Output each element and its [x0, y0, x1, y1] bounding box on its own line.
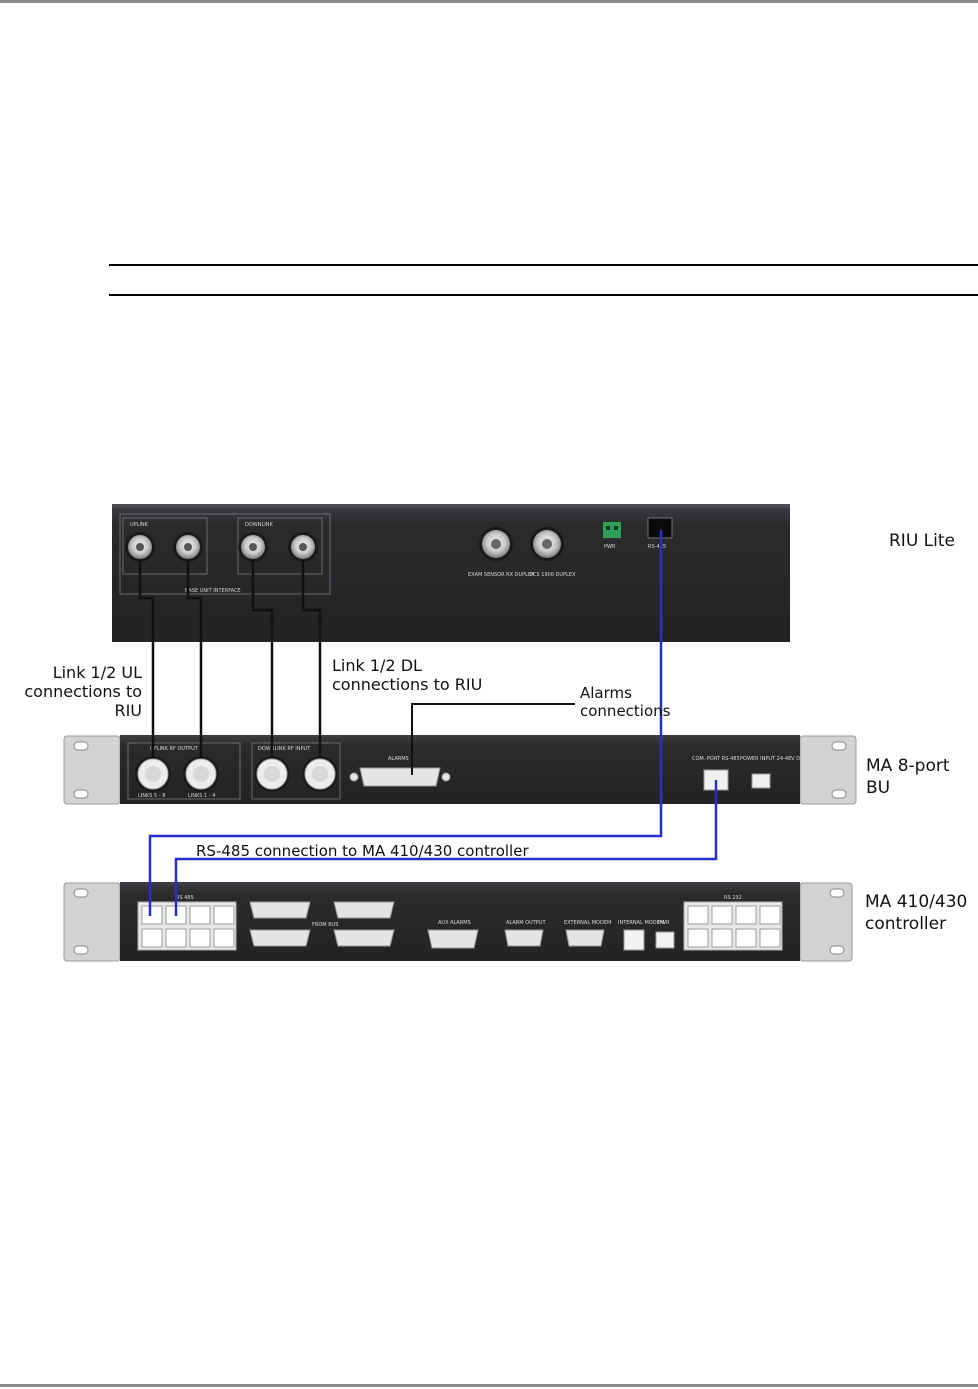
bu-panel-label-links-1-4: LINKS 1 - 4 [188, 793, 215, 799]
bu-panel-label-uplink: UPLINK RF OUTPUT [150, 746, 199, 752]
controller-internal-modem-port [623, 929, 645, 951]
bu-downlink-frame [251, 742, 341, 800]
controller-panel-label-pwr: PWR [658, 920, 670, 926]
ul-cable-1 [138, 560, 155, 758]
bu-right-bracket [799, 735, 857, 805]
controller-panel-label-aux-alarms: AUX ALARMS [438, 920, 471, 926]
base-unit-interface-frame [119, 513, 331, 595]
controller-panel-label-external-modem: EXTERNAL MODEM [564, 920, 611, 926]
controller-panel-label-rs485: RS 485 [176, 895, 194, 901]
ma-410-430-controller-unit: RS 485 FROM BUS AUX ALARMS ALARM OUTPUT … [63, 882, 853, 962]
controller-rs485-ports [137, 901, 237, 951]
riu-panel-label-base-unit: BASE UNIT INTERFACE [185, 588, 241, 594]
riu-downlink-connector-1 [238, 532, 268, 562]
riu-panel-label-uplink: UPLINK [130, 522, 149, 528]
bu-power-input [751, 773, 771, 789]
bu-left-bracket [63, 735, 121, 805]
riu-lite-unit: UPLINK DOWNLINK BASE UNIT INTERFACE EXAM… [112, 504, 790, 642]
riu-panel-label-pwr: PWR [604, 544, 616, 550]
alarms-callout: Alarms connections [580, 684, 671, 720]
riu-panel-label-rs485: RS-485 [648, 544, 666, 550]
table-rule-bottom [109, 294, 978, 296]
riu-uplink-connector-2 [173, 532, 203, 562]
bu-panel-label-alarms: ALARMS [388, 756, 409, 762]
controller-panel-label-rs232: RS 232 [724, 895, 742, 901]
ul-cable-2 [186, 560, 203, 758]
controller-panel-label-alarm-output: ALARM OUTPUT [506, 920, 546, 926]
riu-panel-label-pcs: PCS 1900 DUPLEX [530, 572, 576, 578]
controller-rs232-ports [683, 901, 783, 951]
bu-panel-label-power: POWER INPUT 24-48V DC [740, 756, 804, 762]
link-dl-callout: Link 1/2 DL connections to RIU [332, 656, 483, 694]
dl-cable-2 [301, 560, 322, 758]
riu-pcs-connector [530, 527, 564, 561]
uplink-frame [122, 517, 208, 575]
downlink-frame [237, 517, 323, 575]
riu-lite-label: RIU Lite [889, 531, 955, 551]
bu-panel-label-downlink: DOWNLINK RF INPUT [258, 746, 311, 752]
controller-pwr-terminal [655, 931, 675, 949]
controller-external-modem-connector [565, 929, 605, 947]
controller-label: MA 410/430 controller [865, 892, 968, 934]
controller-alarm-output-connector [504, 929, 544, 947]
bu-panel-label-links-5-8: LINKS 5 - 8 [138, 793, 165, 799]
bu-uplink-connector-5-8 [135, 756, 171, 792]
rs485-cable-bu [174, 780, 718, 916]
riu-exam-sensor-connector [479, 527, 513, 561]
link-ul-callout: Link 1/2 UL connections to RIU [24, 663, 142, 720]
dl-cable-1 [251, 560, 274, 758]
bu-uplink-connector-1-4 [183, 756, 219, 792]
bu-downlink-connector-5-8 [254, 756, 290, 792]
controller-panel-label-internal-modem: INTERNAL MODEM [618, 920, 664, 926]
bu-alarms-connector [359, 767, 441, 787]
riu-lite-panel [112, 504, 790, 642]
riu-panel-label-exam: EXAM SENSOR RX DUPLEX [468, 572, 535, 578]
alarms-cable [411, 703, 575, 775]
riu-downlink-connector-2 [288, 532, 318, 562]
table-rule-top [109, 264, 978, 266]
controller-aux-alarms-connector [427, 929, 479, 949]
controller-panel-label-from-bus: FROM BUS [312, 922, 338, 928]
riu-uplink-connector-1 [125, 532, 155, 562]
controller-from-bus-connectors [249, 901, 395, 947]
ma-8-port-bu-unit: UPLINK RF OUTPUT DOWNLINK RF INPUT LINKS… [63, 735, 857, 805]
footer-rule [0, 1384, 978, 1387]
bu-downlink-connector-1-4 [302, 756, 338, 792]
rs485-cable-riu [148, 530, 663, 916]
bu-panel [120, 735, 800, 804]
rs485-callout: RS-485 connection to MA 410/430 controll… [196, 842, 529, 860]
riu-panel-label-downlink: DOWNLINK [245, 522, 273, 528]
ma-8-port-bu-label: MA 8-port BU [866, 756, 950, 798]
header-rule [0, 0, 978, 3]
rs485-cables [148, 530, 718, 916]
controller-left-bracket [63, 882, 121, 962]
bu-panel-label-com-port: COM. PORT RS-485 [692, 756, 740, 762]
rf-cables [138, 560, 322, 758]
bu-uplink-frame [127, 742, 241, 800]
riu-pwr-terminal [603, 522, 621, 538]
